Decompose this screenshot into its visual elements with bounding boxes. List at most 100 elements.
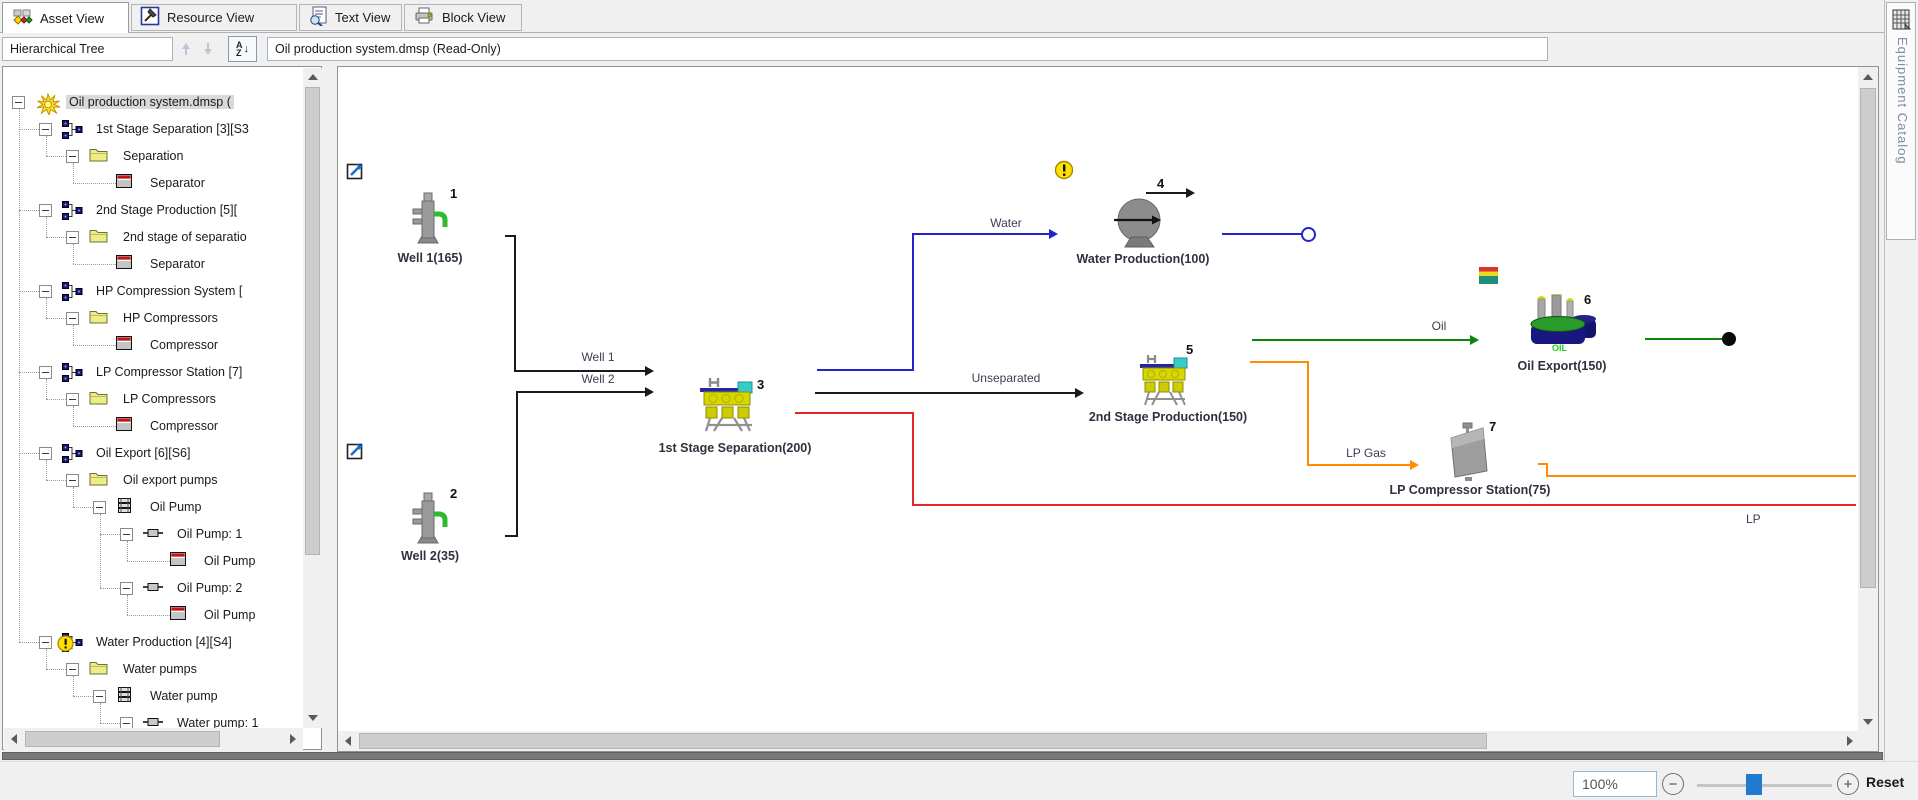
tree-expander-minus[interactable] — [66, 474, 79, 487]
tree-item[interactable]: Oil Pump — [4, 602, 304, 629]
window-icon — [116, 336, 132, 355]
tree-item[interactable]: Water pumps — [4, 656, 304, 683]
diagram-hscroll-right-button[interactable] — [1840, 731, 1859, 751]
tree-item[interactable]: HP Compressors — [4, 305, 304, 332]
stack-icon — [116, 687, 133, 708]
tree-expander-minus[interactable] — [39, 285, 52, 298]
minus-icon: − — [1668, 775, 1678, 793]
tree-item[interactable]: Water Production [4][S4] — [4, 629, 304, 656]
edit-pointer-icon[interactable] — [346, 441, 365, 460]
tree-item[interactable]: 2nd Stage Production [5][ — [4, 197, 304, 224]
tree-item[interactable]: LP Compressor Station [7] — [4, 359, 304, 386]
tree-expander-minus[interactable] — [39, 123, 52, 136]
zoom-value-box[interactable]: 100% — [1573, 771, 1657, 797]
tree-item[interactable]: Separator — [4, 170, 304, 197]
tree-item[interactable]: HP Compression System [ — [4, 278, 304, 305]
flow-well2-line — [516, 391, 645, 393]
tree-connector — [46, 156, 66, 157]
tree-item[interactable]: Separator — [4, 251, 304, 278]
expand-level-button[interactable] — [198, 39, 218, 59]
tree-item[interactable]: 1st Stage Separation [3][S3 — [4, 116, 304, 143]
tree-vscroll-thumb[interactable] — [305, 87, 320, 555]
tree-item-label: Oil production system.dmsp ( — [66, 95, 234, 109]
node-lp-comp[interactable] — [1443, 421, 1493, 488]
tree-item[interactable]: Compressor — [4, 413, 304, 440]
tree-expander-minus[interactable] — [39, 636, 52, 649]
flow-lp-line — [912, 504, 1856, 506]
collapse-level-button[interactable] — [176, 39, 196, 59]
tree-expander-minus[interactable] — [39, 204, 52, 217]
node-well1[interactable] — [405, 190, 449, 253]
node-water-prod[interactable] — [1112, 190, 1174, 257]
diagram-hscroll-thumb[interactable] — [359, 733, 1487, 749]
tree-expander-minus[interactable] — [93, 690, 106, 703]
tab-block-view[interactable]: Block View — [404, 4, 522, 31]
zoom-reset-button[interactable]: Reset — [1866, 774, 1905, 790]
node-oil-export[interactable] — [1526, 291, 1600, 361]
node-label-oil-export: Oil Export(150) — [1517, 359, 1607, 373]
tree-expander-minus[interactable] — [66, 663, 79, 676]
node-number: 4 — [1157, 176, 1165, 191]
zoom-in-button[interactable]: + — [1837, 773, 1859, 795]
zoom-slider-thumb[interactable] — [1746, 774, 1762, 795]
node-sep1[interactable] — [698, 375, 766, 442]
tree-item-label: Water pumps — [123, 662, 197, 676]
tree-item[interactable]: Oil Pump — [4, 548, 304, 575]
diagram-vscroll-down-button[interactable] — [1858, 712, 1878, 731]
diagram-vscroll-up-button[interactable] — [1858, 67, 1878, 86]
tree-connector — [127, 595, 128, 615]
zoom-slider-track[interactable] — [1697, 784, 1832, 787]
node-number: 2 — [450, 486, 458, 501]
tree-connector — [100, 514, 101, 588]
tree-item[interactable]: Oil Pump: 1 — [4, 521, 304, 548]
tree-expander-minus[interactable] — [93, 501, 106, 514]
filled-endpoint-icon[interactable] — [1722, 332, 1736, 346]
edit-pointer-icon[interactable] — [346, 161, 365, 180]
tree-vscroll-down-button[interactable] — [303, 709, 322, 727]
diagram-vscroll-thumb[interactable] — [1860, 88, 1876, 588]
tree-item-label: 2nd stage of separatio — [123, 230, 247, 244]
tab-label: Text View — [335, 10, 391, 25]
tree-item[interactable]: Oil production system.dmsp ( — [4, 89, 304, 117]
tree-item[interactable]: LP Compressors — [4, 386, 304, 413]
tree-expander-minus[interactable] — [120, 528, 133, 541]
tree-expander-minus[interactable] — [66, 312, 79, 325]
node-well2[interactable] — [405, 490, 449, 553]
tree-item[interactable]: 2nd stage of separatio — [4, 224, 304, 251]
equipment-catalog-tab[interactable]: Equipment Catalog — [1886, 2, 1916, 240]
zoom-out-button[interactable]: − — [1662, 773, 1684, 795]
tree-hscroll-left-button[interactable] — [4, 729, 23, 749]
tree-mode-selector[interactable]: Hierarchical Tree — [2, 37, 173, 61]
tree-expander-minus[interactable] — [120, 717, 133, 728]
tree-expander-minus[interactable] — [66, 231, 79, 244]
system-icon — [62, 444, 83, 468]
tree-expander-minus[interactable] — [12, 96, 25, 109]
tree-hscroll-right-button[interactable] — [283, 729, 302, 749]
tree-item[interactable]: Separation — [4, 143, 304, 170]
tree-expander-minus[interactable] — [120, 582, 133, 595]
pane-splitter[interactable] — [2, 752, 1883, 760]
tree-hscroll-thumb[interactable] — [25, 731, 220, 747]
tree-item[interactable]: Oil Pump — [4, 494, 304, 521]
tree-item[interactable]: Oil export pumps — [4, 467, 304, 494]
tree-item[interactable]: Water pump: 1 — [4, 710, 304, 728]
tree-connector — [127, 541, 128, 561]
open-endpoint-icon[interactable] — [1301, 227, 1316, 242]
diagram-hscroll-left-button[interactable] — [338, 731, 357, 751]
tab-asset-view[interactable]: Asset View — [2, 2, 129, 33]
node-sep2[interactable] — [1138, 352, 1202, 415]
node-label-lp-comp: LP Compressor Station(75) — [1389, 483, 1551, 497]
tree-expander-minus[interactable] — [66, 393, 79, 406]
sort-alphabetical-button[interactable]: A Z ↓ — [228, 36, 257, 62]
tree-item[interactable]: Oil Pump: 2 — [4, 575, 304, 602]
tree-item[interactable]: Oil Export [6][S6] — [4, 440, 304, 467]
tree-vscroll-up-button[interactable] — [303, 68, 322, 86]
text-view-icon — [308, 6, 328, 29]
tree-expander-minus[interactable] — [39, 366, 52, 379]
tree-expander-minus[interactable] — [66, 150, 79, 163]
tree-expander-minus[interactable] — [39, 447, 52, 460]
tab-text-view[interactable]: Text View — [299, 4, 402, 31]
tab-resource-view[interactable]: Resource View — [131, 4, 297, 31]
tree-item[interactable]: Water pump — [4, 683, 304, 710]
tree-item[interactable]: Compressor — [4, 332, 304, 359]
